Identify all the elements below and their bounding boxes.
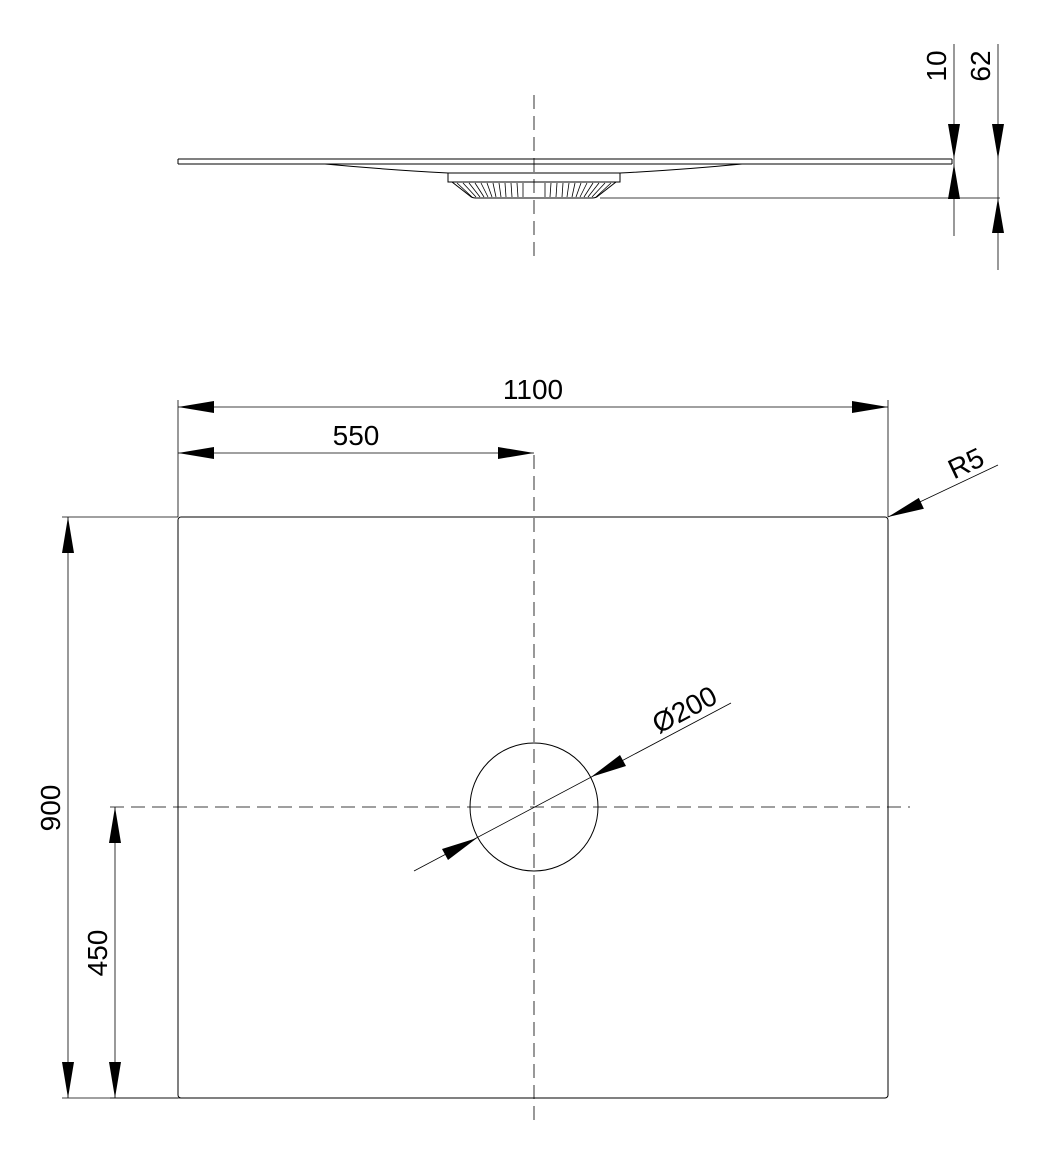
side-view-drain-body [447,172,621,199]
drain-hole [469,742,599,872]
side-view: 10 62 [177,44,1004,270]
dim-overall-width: 1100 [177,374,889,517]
top-view: 1100 550 R5 Ø200 900 [35,374,999,1125]
dim-half-depth: 450 [82,807,265,1099]
dim-total-height-label: 62 [965,50,996,81]
dim-half-width-label: 550 [333,420,380,451]
dim-edge-thickness-label: 10 [921,50,952,81]
dim-drain-diameter: Ø200 [413,680,732,872]
dim-overall-depth: 900 [35,516,178,1099]
dim-drain-diameter-label: Ø200 [647,680,722,740]
dim-corner-radius: R5 [887,442,999,518]
dim-half-depth-label: 450 [82,930,113,977]
side-view-tray-profile [177,158,953,174]
dim-half-width: 550 [178,420,534,459]
top-view-tray-outline [177,516,889,1099]
dim-total-height: 62 [965,44,1004,270]
dim-edge-thickness: 10 [921,44,960,236]
dim-overall-depth-label: 900 [35,785,66,832]
dim-corner-radius-label: R5 [943,442,989,485]
dim-overall-width-label: 1100 [503,374,563,405]
